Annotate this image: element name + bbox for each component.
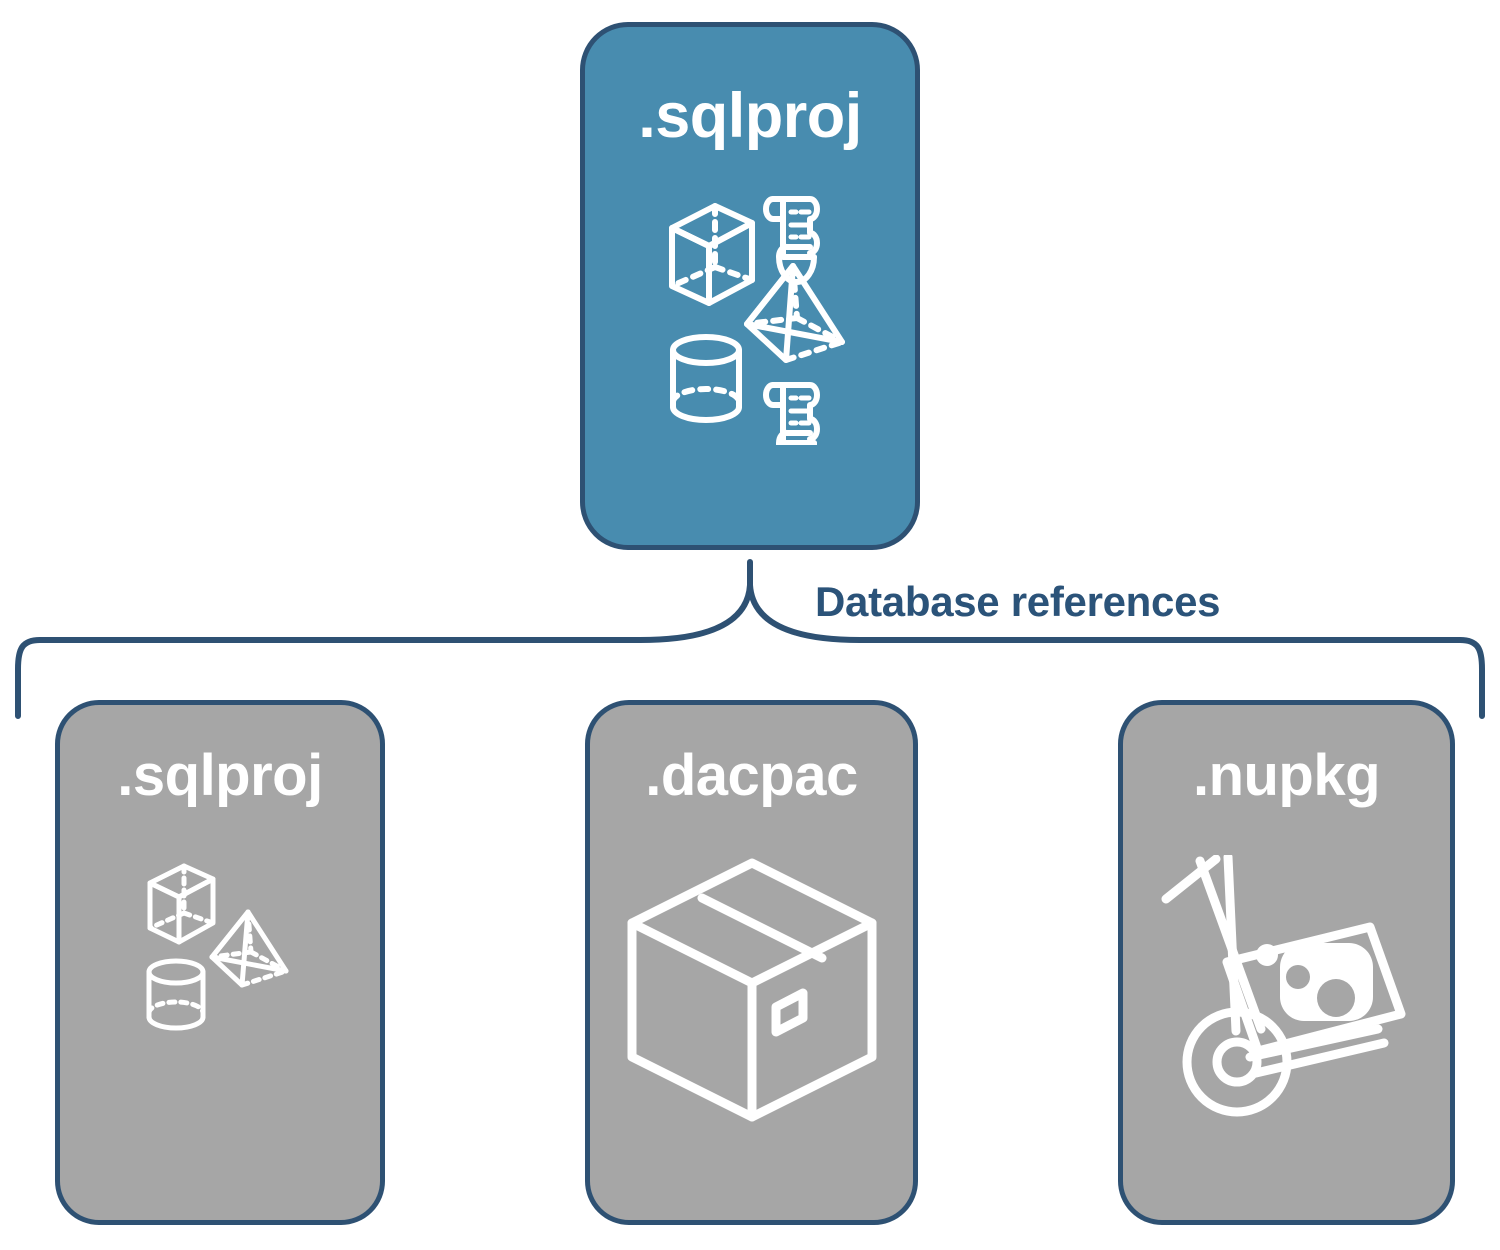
- node-child-nupkg-icon-group: [1123, 855, 1450, 1125]
- node-child-sqlproj-icon-group: [60, 855, 380, 1055]
- shipping-box-icon: [627, 858, 877, 1122]
- node-child-nupkg-title: .nupkg: [1192, 743, 1381, 808]
- node-child-sqlproj[interactable]: .sqlproj: [55, 700, 385, 1225]
- cube-icon: [669, 203, 755, 306]
- node-child-dacpac-icon-group: [590, 855, 913, 1125]
- node-child-dacpac-title: .dacpac: [645, 743, 858, 808]
- node-root-title: .sqlproj: [638, 81, 862, 151]
- script-scroll-icon: [763, 196, 820, 285]
- cylinder-icon: [146, 958, 206, 1031]
- pyramid-icon: [209, 909, 289, 988]
- database-objects-illustration: [146, 863, 289, 1031]
- database-objects-illustration: [669, 196, 845, 445]
- cylinder-icon: [670, 334, 742, 423]
- hand-truck-package-icon: [1161, 855, 1406, 1117]
- node-root-sqlproj[interactable]: .sqlproj: [580, 22, 920, 550]
- cube-icon: [147, 863, 216, 945]
- node-child-sqlproj-title: .sqlproj: [117, 743, 323, 808]
- node-child-nupkg[interactable]: .nupkg: [1118, 700, 1455, 1225]
- node-root-icon-group: [585, 175, 915, 445]
- script-scroll-icon: [763, 382, 820, 445]
- brace-label-database-references: Database references: [815, 578, 1221, 625]
- node-child-dacpac[interactable]: .dacpac: [585, 700, 918, 1225]
- pyramid-icon: [744, 263, 845, 363]
